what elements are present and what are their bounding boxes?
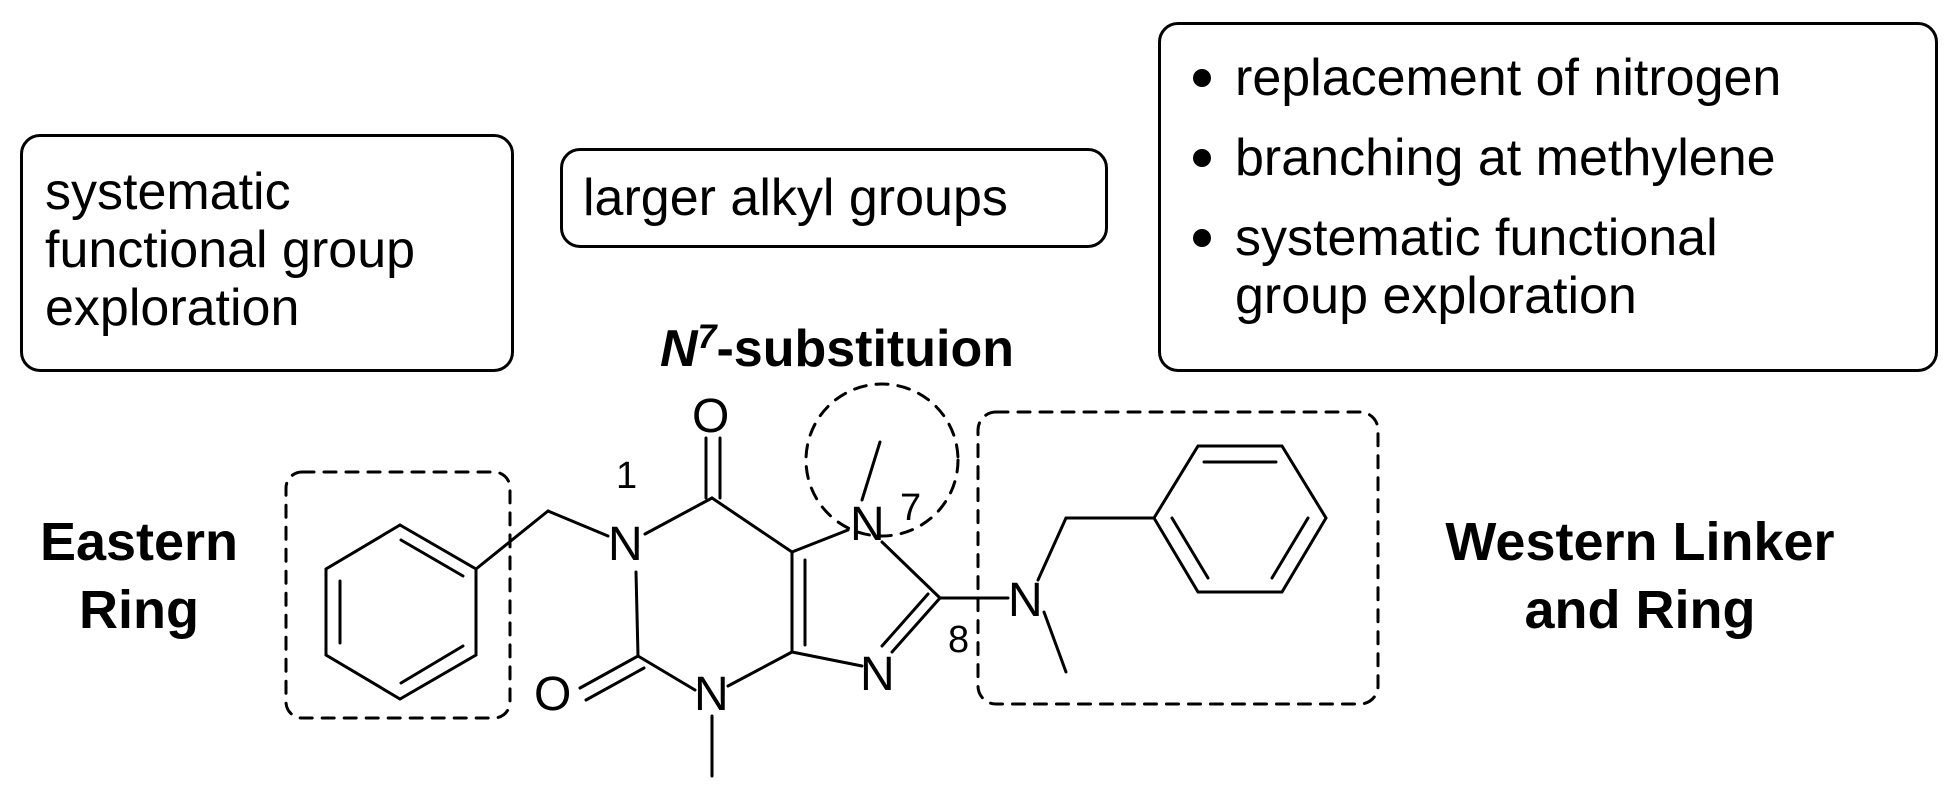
modification-item: replacement of nitrogen <box>1179 49 1781 107</box>
bond <box>1036 516 1068 582</box>
atom-n9: N <box>860 648 895 701</box>
western-modifications-box: replacement of nitrogen branching at met… <box>1158 22 1938 372</box>
modification-list: replacement of nitrogen branching at met… <box>1179 49 1781 325</box>
modification-text: systematic functional <box>1235 209 1718 267</box>
atom-n3: N <box>694 668 729 721</box>
western-linker-ring-label: Western Linker and Ring <box>1400 508 1880 644</box>
modification-text-continued: group exploration <box>1235 267 1637 325</box>
bond <box>634 570 640 658</box>
bond <box>880 592 930 648</box>
atom-n7: N <box>850 498 885 551</box>
bond <box>790 650 864 668</box>
n7-title-rest: -substituion <box>716 320 1014 378</box>
region-label-line: Ring <box>79 580 199 640</box>
eastern-ring-highlight <box>284 470 512 720</box>
locant-7: 7 <box>900 487 921 529</box>
n7-highlight <box>804 382 960 538</box>
alkyl-groups-text: larger alkyl groups <box>583 169 1008 227</box>
bond <box>890 596 942 654</box>
modification-item: systematic functional group exploration <box>1179 209 1781 325</box>
region-label-line: Eastern <box>39 512 239 572</box>
bond <box>710 496 794 554</box>
region-label-line: Western Linker <box>1445 512 1835 572</box>
bond <box>546 509 610 538</box>
bond <box>726 650 794 688</box>
functional-group-box-text: systematic functional group exploration <box>45 163 415 337</box>
methyl-bond <box>1042 610 1068 674</box>
bond <box>636 654 697 692</box>
functional-group-box: systematic functional group exploration <box>20 134 514 372</box>
bond <box>643 496 714 536</box>
western-phenyl-ring <box>1152 444 1328 594</box>
bond <box>790 528 850 554</box>
bond <box>474 509 550 571</box>
box-line: functional group <box>45 221 416 279</box>
modification-text: branching at methylene <box>1235 129 1776 187</box>
modification-item: branching at methylene <box>1179 129 1781 187</box>
modification-text: replacement of nitrogen <box>1235 49 1782 107</box>
region-label-line: and Ring <box>1524 580 1756 640</box>
locant-8: 8 <box>948 619 969 661</box>
atom-n-linker: N <box>1008 574 1043 627</box>
atom-n1: N <box>608 518 643 571</box>
methyl-bond <box>860 440 882 502</box>
box-line: exploration <box>45 279 300 337</box>
carbonyl-bond <box>584 666 646 702</box>
n7-letter: N <box>660 320 698 378</box>
atom-o6: O <box>692 390 729 443</box>
alkyl-groups-box: larger alkyl groups <box>560 148 1108 248</box>
eastern-ring-label: Eastern Ring <box>14 508 264 644</box>
atom-o2: O <box>534 668 571 721</box>
bond <box>880 540 942 600</box>
n7-substitution-title: N7-substituion <box>660 318 1014 379</box>
n7-superscript: 7 <box>697 318 717 356</box>
box-line: systematic <box>45 163 291 221</box>
western-region-highlight <box>976 410 1380 706</box>
carbonyl-bond <box>578 654 640 690</box>
eastern-phenyl-ring <box>324 523 478 701</box>
locant-1: 1 <box>616 455 637 497</box>
